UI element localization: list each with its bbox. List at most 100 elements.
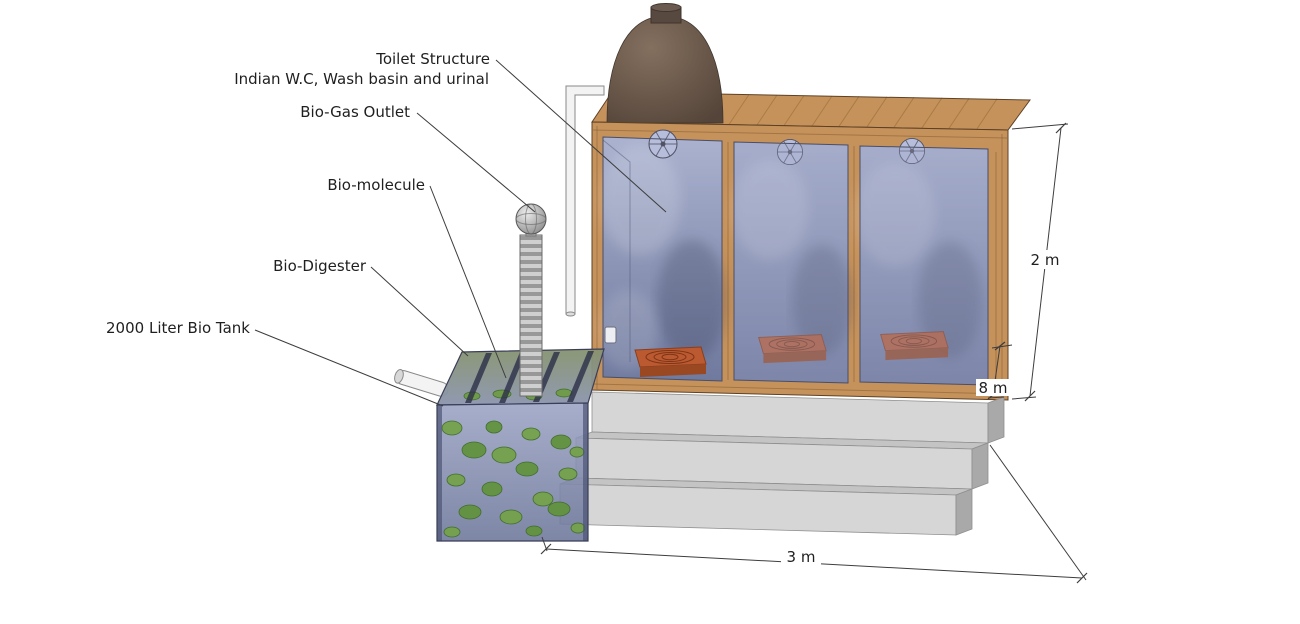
digester-partition bbox=[567, 351, 594, 402]
dimension-height: 2 m bbox=[1011, 122, 1069, 402]
label-toilet-structure-sub: Indian W.C, Wash basin and urinal bbox=[234, 70, 489, 88]
gas-ball-segment bbox=[515, 213, 547, 225]
tank-corner-post bbox=[583, 403, 588, 541]
stall-3-glass-pane bbox=[860, 146, 988, 385]
roof-seam bbox=[783, 95, 805, 126]
stall-2 bbox=[732, 138, 852, 384]
interior-corner-line bbox=[602, 139, 631, 362]
bio-molecule-blob bbox=[441, 420, 463, 436]
plinth-ext-top bbox=[991, 344, 1013, 349]
stall-2-frame bbox=[733, 141, 849, 384]
label-biogas-outlet: Bio-Gas Outlet bbox=[300, 103, 410, 121]
bio-molecule-blob bbox=[570, 522, 586, 534]
dim-tick bbox=[540, 543, 552, 555]
height-ext-top bbox=[1011, 123, 1069, 130]
label-biomolecule: Bio-molecule bbox=[327, 176, 425, 194]
bio-molecule-blob bbox=[458, 504, 482, 520]
dome-body bbox=[606, 15, 724, 124]
dim-tick bbox=[994, 341, 1006, 351]
glass-blotch bbox=[600, 145, 680, 255]
bio-molecule-blob bbox=[550, 434, 572, 450]
gas-outlet-column bbox=[519, 234, 543, 397]
glass-blotch bbox=[855, 163, 935, 267]
stall-1 bbox=[598, 129, 727, 382]
wall-outline bbox=[591, 121, 1009, 401]
width-dim-label: 3 m bbox=[787, 548, 816, 566]
leader-bio-tank bbox=[254, 329, 444, 407]
glass-blotch bbox=[792, 245, 852, 355]
bio-molecule-blob bbox=[499, 509, 523, 525]
dim-tick bbox=[1024, 390, 1036, 402]
bio-molecule-blob bbox=[521, 427, 541, 441]
dim-text-bg bbox=[976, 379, 1010, 396]
dome-cap-top bbox=[650, 3, 682, 12]
stall-1-squat-toilet bbox=[634, 346, 707, 378]
step-2-end bbox=[971, 442, 989, 490]
bio-tank bbox=[436, 348, 605, 542]
dim-text-bg bbox=[781, 547, 821, 567]
wall-grain bbox=[592, 383, 1008, 395]
dimension-plinth: 8 m bbox=[976, 341, 1013, 400]
digester-partition bbox=[499, 352, 526, 403]
leader-biomolecule bbox=[429, 185, 507, 379]
glass-blotch bbox=[918, 242, 982, 358]
plinth-dim-label: 8 m bbox=[979, 379, 1008, 397]
biogas-outlet-assembly bbox=[515, 203, 547, 397]
bio-molecule-blob bbox=[547, 501, 571, 517]
tank-corner-post bbox=[437, 405, 442, 541]
roof-seam bbox=[728, 94, 750, 125]
gas-ball-segment bbox=[525, 203, 537, 235]
bio-molecule-blob bbox=[515, 461, 539, 477]
glass-blotch bbox=[732, 160, 808, 260]
height-dim-label: 2 m bbox=[1031, 251, 1060, 269]
bio-molecule-blob bbox=[558, 467, 578, 481]
width-ext-right bbox=[989, 444, 1087, 581]
bio-molecule-blob bbox=[461, 441, 487, 459]
roof-seam bbox=[893, 97, 915, 128]
stall-3 bbox=[855, 137, 989, 386]
roof-seam bbox=[756, 94, 778, 126]
roof-seam bbox=[811, 95, 833, 127]
bio-molecule-blob bbox=[481, 481, 503, 497]
down-pipe-end bbox=[565, 311, 576, 317]
leader-biogas-outlet bbox=[416, 112, 536, 213]
digester-partition bbox=[465, 353, 492, 403]
roof-seam bbox=[866, 96, 888, 128]
bio-molecule-blob bbox=[446, 473, 466, 487]
height-ext-bottom bbox=[1011, 396, 1037, 400]
part-labels: Toilet Structure Indian W.C, Wash basin … bbox=[106, 50, 490, 337]
dim-tick bbox=[1076, 572, 1088, 584]
plinth-steps bbox=[559, 391, 1005, 536]
roof-seam bbox=[976, 98, 998, 130]
wash-basin bbox=[604, 326, 617, 344]
step-1-end bbox=[987, 396, 1005, 444]
biogas-dome-tank bbox=[606, 3, 724, 124]
tank-front-outline bbox=[436, 402, 589, 542]
leader-lines bbox=[254, 59, 667, 407]
dim-tick bbox=[1055, 122, 1067, 134]
tank-inlet-pipe bbox=[394, 368, 449, 397]
roof-seam bbox=[948, 98, 970, 129]
dim-text-bg bbox=[1027, 250, 1063, 269]
stall-1-ceiling-fan-icon bbox=[648, 129, 678, 159]
stall-1-frame bbox=[602, 136, 723, 382]
bio-molecule-blob bbox=[525, 525, 543, 537]
glass-blotch bbox=[657, 240, 727, 360]
bio-molecule-blob bbox=[569, 446, 585, 458]
leader-toilet-structure bbox=[495, 59, 667, 213]
inlet-pipe-mouth bbox=[394, 368, 404, 384]
step-3-end bbox=[955, 488, 973, 536]
roof-seam bbox=[921, 97, 943, 129]
plinth-ext-bottom bbox=[987, 396, 1005, 399]
leader-biodigester bbox=[370, 266, 469, 357]
bio-molecule-blob bbox=[485, 420, 503, 434]
bio-molecule-blob bbox=[532, 491, 554, 507]
label-toilet-structure: Toilet Structure bbox=[375, 50, 490, 68]
dimension-width: 3 m bbox=[540, 444, 1088, 584]
roof-seam bbox=[838, 96, 860, 127]
bio-molecule-blob bbox=[491, 446, 517, 464]
toilet-down-pipe bbox=[565, 85, 605, 317]
stall-2-glass-pane bbox=[734, 142, 848, 383]
label-bio-tank: 2000 Liter Bio Tank bbox=[106, 319, 250, 337]
